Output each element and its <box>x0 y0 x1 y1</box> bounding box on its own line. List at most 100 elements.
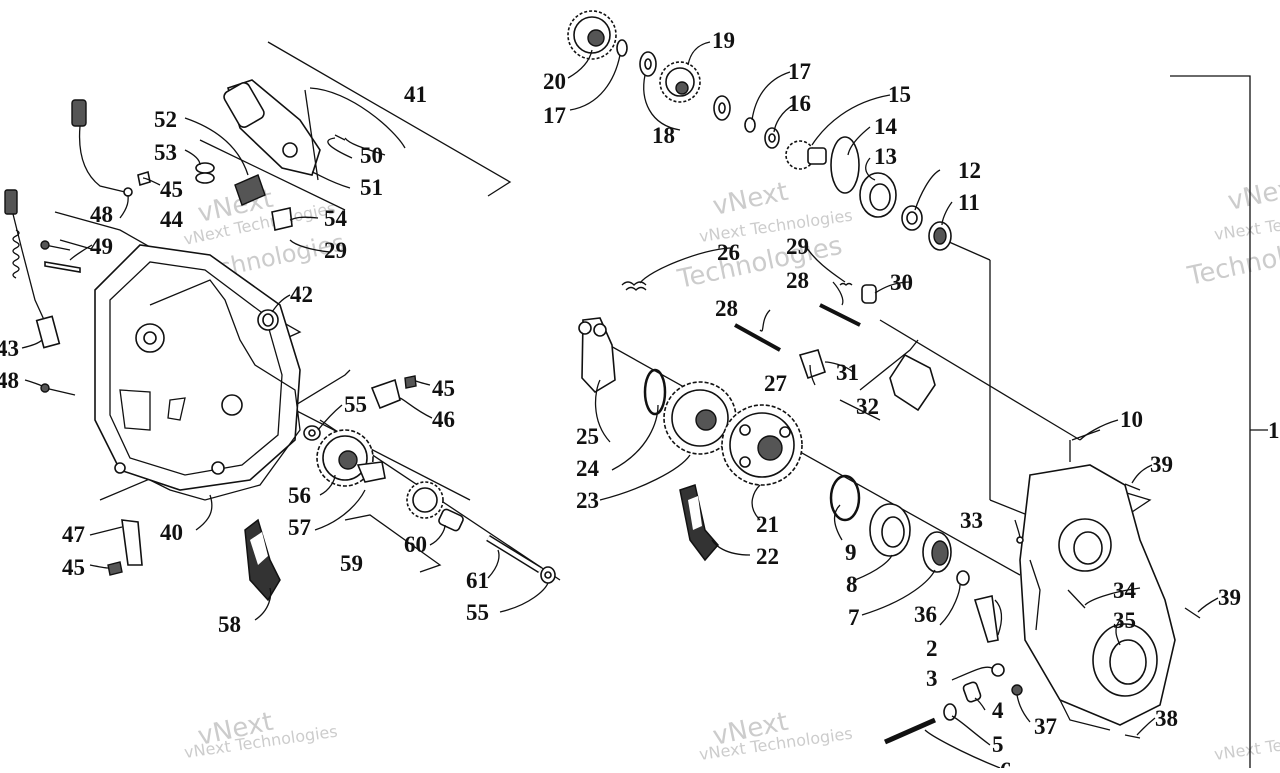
bracket-46 <box>370 375 417 410</box>
callout-54: 54 <box>324 206 348 231</box>
callout-4: 4 <box>992 698 1004 723</box>
callout-58: 58 <box>218 612 241 637</box>
callout-27: 27 <box>764 371 787 396</box>
callout-36: 36 <box>914 602 937 627</box>
ring-17-bottom <box>744 117 756 133</box>
callout-46: 46 <box>432 407 455 432</box>
callout-30: 30 <box>890 270 913 295</box>
shaft-61 <box>486 535 556 584</box>
callout-31: 31 <box>836 360 859 385</box>
callout-41: 41 <box>404 82 427 107</box>
callout-25: 25 <box>576 424 599 449</box>
snap-ring-24 <box>643 368 667 416</box>
bracket-small <box>107 519 143 576</box>
assembly-bracket <box>1170 75 1268 768</box>
connector-53 <box>137 162 293 231</box>
callout-6: 6 <box>1000 758 1012 768</box>
callout-34: 34 <box>1113 578 1137 603</box>
callout-10: 10 <box>1120 407 1143 432</box>
callout-29-left: 29 <box>324 238 347 263</box>
callout-15: 15 <box>888 82 911 107</box>
callout-11: 11 <box>958 190 980 215</box>
callout-59: 59 <box>340 551 363 576</box>
callout-20: 20 <box>543 69 566 94</box>
callout-56: 56 <box>288 483 311 508</box>
callout-52: 52 <box>154 107 177 132</box>
washer-55-top <box>303 425 321 441</box>
callout-13: 13 <box>874 144 897 169</box>
seal-7 <box>922 531 952 573</box>
washer-18-bottom <box>713 95 731 121</box>
gear-21 <box>721 404 803 486</box>
screws-left <box>40 240 81 396</box>
callout-7: 7 <box>848 605 860 630</box>
chain-58 <box>244 518 281 602</box>
callout-12: 12 <box>958 158 981 183</box>
washer-16 <box>764 127 780 149</box>
bearing-13 <box>859 172 897 218</box>
snap-ring-14 <box>830 136 860 194</box>
callout-14: 14 <box>874 114 898 139</box>
callout-23: 23 <box>576 488 599 513</box>
callout-57: 57 <box>288 515 311 540</box>
callout-40: 40 <box>160 520 183 545</box>
callout-51: 51 <box>360 175 383 200</box>
callout-55-bottom: 55 <box>466 600 489 625</box>
callout-45-top: 45 <box>160 177 183 202</box>
actuator-motor <box>223 79 346 181</box>
callout-42: 42 <box>290 282 313 307</box>
seal-12 <box>901 205 923 231</box>
callout-19: 19 <box>712 28 735 53</box>
gearcase-housing <box>1019 429 1176 731</box>
callout-43: 43 <box>0 336 19 361</box>
wiring-harness-left <box>4 189 61 349</box>
watermark-text: vNext Technologies <box>1213 724 1280 764</box>
leader-lines <box>21 41 1219 769</box>
callout-48-left: 48 <box>0 368 19 393</box>
gear-20 <box>567 10 617 60</box>
callout-35: 35 <box>1113 608 1136 633</box>
callout-5: 5 <box>992 732 1004 757</box>
callout-50: 50 <box>360 143 383 168</box>
ring-17-top <box>616 39 628 57</box>
callout-55-top: 55 <box>344 392 367 417</box>
callout-48-top: 48 <box>90 202 113 227</box>
callout-17-right: 17 <box>788 59 811 84</box>
callout-47: 47 <box>62 522 85 547</box>
gear-56 <box>316 429 386 487</box>
callout-16: 16 <box>788 91 811 116</box>
callout-21: 21 <box>756 512 779 537</box>
callout-22: 22 <box>756 544 779 569</box>
callout-38: 38 <box>1155 706 1178 731</box>
seal-42 <box>257 309 279 331</box>
callout-labels: 1 2 3 4 5 6 7 8 9 10 11 12 13 14 15 16 1… <box>0 28 1280 773</box>
snap-ring-9 <box>829 474 861 522</box>
callout-24: 24 <box>576 456 600 481</box>
callout-60: 60 <box>404 532 427 557</box>
seal-11 <box>928 221 952 251</box>
bearing-8 <box>869 503 911 557</box>
front-hardware <box>883 483 1201 745</box>
callout-61: 61 <box>466 568 489 593</box>
sensor-wire <box>71 99 133 197</box>
callout-37: 37 <box>1034 714 1057 739</box>
callout-29-right: 29 <box>786 234 809 259</box>
callout-2: 2 <box>926 636 938 661</box>
callout-28-left: 28 <box>715 296 738 321</box>
callout-1: 1 <box>1268 418 1280 443</box>
callout-17-left: 17 <box>543 103 566 128</box>
gear-60 <box>406 481 464 532</box>
gasket <box>149 279 301 501</box>
gear-23 <box>663 381 737 455</box>
chain-22 <box>679 484 719 562</box>
callout-8: 8 <box>846 572 858 597</box>
washer-18-top <box>639 51 657 77</box>
callout-18: 18 <box>652 123 675 148</box>
gear-15 <box>785 140 827 170</box>
watermark-text: vNext <box>1225 172 1280 217</box>
callout-49: 49 <box>90 234 113 259</box>
gear-19 <box>659 61 701 103</box>
callout-39-right: 39 <box>1218 585 1241 610</box>
